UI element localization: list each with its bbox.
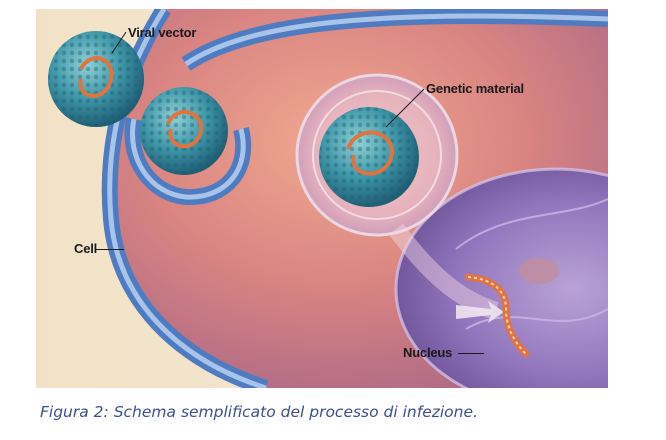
leader-cell [96, 249, 124, 250]
viral-vector-in-endosome [319, 107, 419, 207]
viral-vector-entering [140, 87, 228, 175]
figure-caption: Figura 2: Schema semplificato del proces… [40, 403, 478, 421]
nuclear-pore [519, 258, 559, 284]
leader-nucleus [458, 353, 484, 354]
viral-vector-outside [48, 31, 144, 127]
label-nucleus: Nucleus [403, 345, 453, 360]
label-viral-vector: Viral vector [128, 25, 197, 40]
label-genetic-material: Genetic material [426, 81, 524, 96]
entry-arrow [456, 301, 504, 323]
nucleus [396, 169, 608, 388]
diagram-illustration [36, 9, 608, 388]
label-cell: Cell [74, 241, 98, 256]
infection-diagram: Viral vector Genetic material Cell Nucle… [36, 9, 608, 388]
